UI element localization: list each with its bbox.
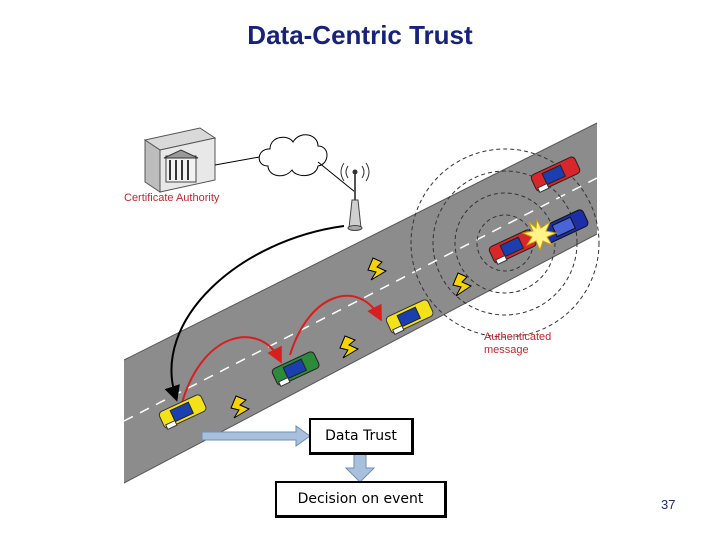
car-icon: [158, 156, 589, 431]
trust-to-decision-arrow: [344, 451, 376, 483]
cloud-icon: [258, 134, 328, 177]
server-icon: [143, 127, 217, 193]
authenticated-message-label: Authenticated message: [484, 331, 551, 357]
slide-title: Data-Centric Trust: [247, 20, 473, 50]
certificate-arrow: [164, 225, 345, 402]
certificate-authority-label: Certificate Authority: [124, 192, 220, 204]
collision-burst-icon: [521, 218, 558, 252]
data-trust-box: Data Trust: [309, 418, 414, 455]
server-cloud-link: [214, 155, 266, 166]
relay-arrow-2: [289, 294, 382, 356]
car-to-data-trust-arrow: [201, 425, 311, 447]
road: [123, 122, 598, 484]
relay-arrow-1: [179, 336, 282, 411]
antenna-tower-icon: [340, 162, 370, 231]
cloud-tower-link: [317, 161, 356, 193]
decision-box: Decision on event: [275, 481, 447, 518]
auth-label-line-1: Authenticated: [484, 331, 552, 343]
auth-label-line-2: message: [484, 344, 529, 356]
lightning-icon: [230, 257, 473, 419]
page-number: 37: [661, 497, 676, 512]
